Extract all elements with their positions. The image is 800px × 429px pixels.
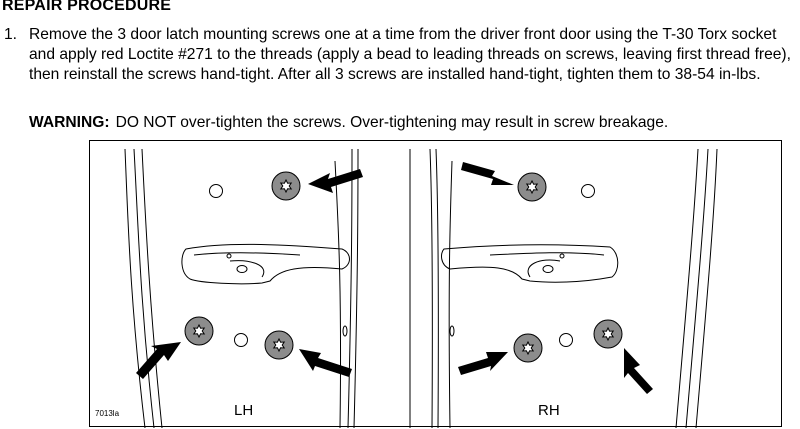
latch-screw-figure: LH RH 7013la [89, 140, 782, 428]
figure-id: 7013la [95, 409, 120, 418]
rh-arrow-lower-left-screw [458, 352, 508, 375]
lh-arrow-lower-right-screw [299, 349, 352, 377]
rh-label: RH [538, 402, 560, 419]
lh-lower-left-screw [184, 316, 214, 346]
rh-lower-left-screw [513, 333, 543, 363]
procedure-heading: REPAIR PROCEDURE [2, 0, 172, 14]
rh-arrow-upper-screw [461, 162, 514, 185]
lh-lower-right-screw [264, 330, 294, 360]
rh-door-panel [429, 148, 718, 428]
warning-text: DO NOT over-tighten the screws. Over-tig… [115, 114, 669, 131]
lh-arrow-lower-left-screw [136, 342, 181, 379]
step-text: Remove the 3 door latch mounting screws … [29, 26, 791, 83]
warning-label: WARNING: [29, 114, 110, 131]
lh-arrow-upper-screw [308, 169, 363, 193]
rh-lower-right-screw [593, 319, 623, 349]
lh-door-panel [124, 148, 359, 428]
warning-note: WARNING: DO NOT over-tighten the screws. … [29, 113, 668, 133]
rh-arrow-lower-right-screw [624, 348, 653, 394]
lh-label: LH [234, 402, 254, 419]
step-number: 1. [4, 26, 18, 43]
latch-illustration [124, 148, 718, 428]
lh-upper-screw [271, 171, 301, 201]
rh-upper-screw [517, 172, 547, 202]
